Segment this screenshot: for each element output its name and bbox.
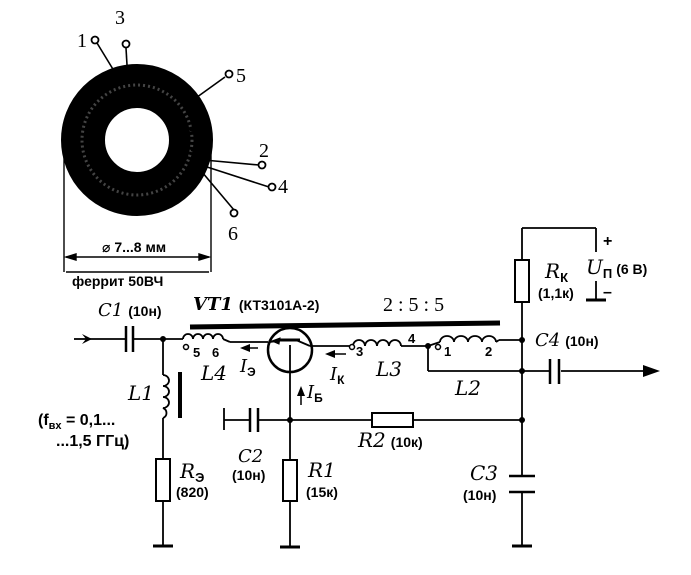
c2-label: C2 <box>238 446 263 467</box>
coil-pin-2: 2 <box>485 344 492 359</box>
toroid-material-label: феррит 50ВЧ <box>72 273 163 289</box>
coil-pin-3: 3 <box>356 344 363 359</box>
supply-minus: – <box>603 284 612 301</box>
capacitor-c3 <box>509 474 535 494</box>
input-frequency-label-2: ...1,5 ГГц) <box>56 433 129 450</box>
inductor-l4 <box>182 333 231 343</box>
transformer-core-bar <box>189 320 501 330</box>
toroid-pin-5: 5 <box>236 65 246 87</box>
re-value: (820) <box>176 484 209 500</box>
toroid-pin-4: 4 <box>278 176 288 198</box>
coil-pin-4: 4 <box>408 331 416 346</box>
coil-pin-6: 6 <box>212 345 219 360</box>
capacitor-c4 <box>548 359 561 384</box>
supply-plus: + <box>603 233 612 250</box>
dimension-annotation <box>63 150 212 273</box>
c3-value: (10н) <box>463 487 496 503</box>
resistor-rk <box>514 259 530 303</box>
toroid-pin-3: 3 <box>115 7 125 29</box>
input-terminal <box>74 334 92 344</box>
l3-label: L3 <box>375 357 402 381</box>
inductor-l1 <box>162 372 182 419</box>
ie-label: IЭ <box>239 356 256 379</box>
ik-label: IК <box>329 364 345 387</box>
l4-label: L4 <box>200 361 227 385</box>
l1-label: L1 <box>127 381 154 405</box>
c1-label: C1(10н) <box>98 300 162 321</box>
supply-label: UП(6 В) <box>586 255 647 281</box>
ferrite-toroid: 1 3 5 2 4 6 <box>61 7 288 245</box>
r1-label: R1 <box>307 458 336 482</box>
rk-label: RК <box>544 259 568 285</box>
junction-dots <box>160 336 525 423</box>
c4-label: C4(10н) <box>535 330 599 351</box>
resistor-re <box>155 458 171 502</box>
r1-value: (15к) <box>306 484 338 500</box>
turns-ratio-label: 2 : 5 : 5 <box>383 294 444 316</box>
transistor-label: VT1(КТ3101А-2) <box>193 294 319 315</box>
inductor-l3 <box>352 339 428 347</box>
circuit-wires <box>90 227 645 546</box>
input-frequency-label: (fвх = 0,1... <box>38 412 115 432</box>
capacitor-c2 <box>248 408 260 432</box>
rk-value: (1,1к) <box>538 285 574 301</box>
output-arrow <box>643 365 660 377</box>
resistor-r2 <box>371 412 414 428</box>
toroid-pin-1: 1 <box>77 30 87 52</box>
coil-pin-1: 1 <box>444 344 451 359</box>
resistor-r1 <box>282 459 298 502</box>
toroid-pin-6: 6 <box>228 223 238 245</box>
toroid-diameter-label: ⌀ 7...8 мм <box>102 239 166 255</box>
re-label: RЭ <box>179 459 204 485</box>
capacitor-c1 <box>124 326 135 352</box>
ground-symbols <box>153 298 606 549</box>
coil-pin-5: 5 <box>193 345 200 360</box>
r2-label: R2(10к) <box>357 428 423 452</box>
transistor-vt1 <box>266 326 314 374</box>
c3-label: C3 <box>470 461 498 485</box>
toroid-pin-2: 2 <box>259 140 269 162</box>
c2-value: (10н) <box>232 467 265 483</box>
l2-label: L2 <box>454 376 481 400</box>
ib-label: IБ <box>306 382 323 405</box>
